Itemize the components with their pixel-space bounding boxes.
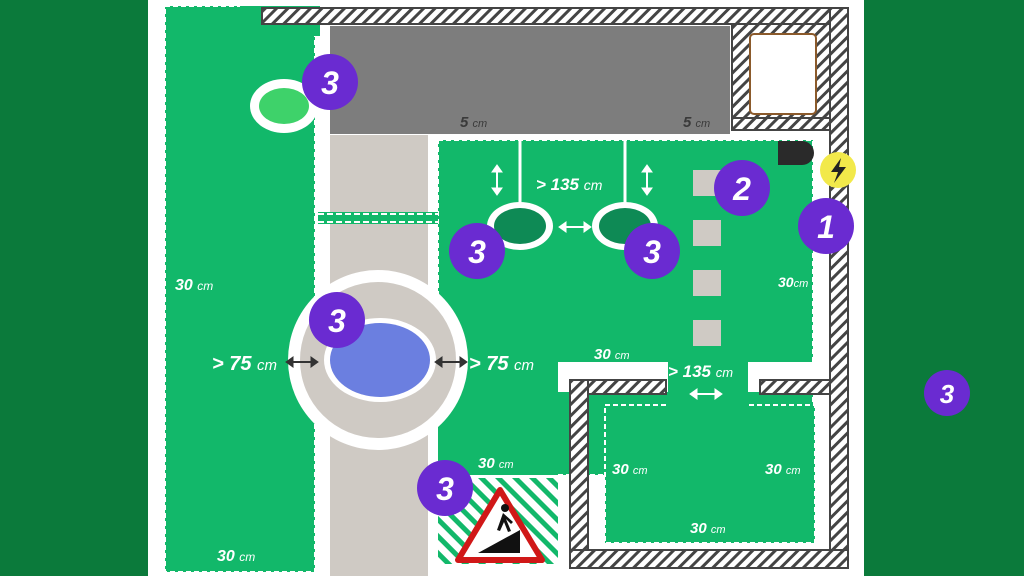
- svg-text:3: 3: [321, 65, 339, 101]
- dim-room-bottom: 30 cm: [690, 520, 726, 537]
- badge-obstacle-flowerbed-left: 3: [449, 223, 505, 279]
- wall-room-left: [569, 379, 589, 569]
- dim-center: 30 cm: [594, 346, 630, 363]
- dim-left-lawn: 30 cm: [175, 277, 213, 294]
- pond-arrow-right-icon: [434, 356, 468, 368]
- svg-text:3: 3: [643, 234, 661, 270]
- dim-left-lawn-bottom: 30 cm: [217, 548, 255, 565]
- pond-arrow-left-icon: [285, 356, 319, 368]
- lightning-icon: [831, 158, 846, 183]
- dim-room-left: 30 cm: [612, 461, 648, 478]
- shed: [749, 33, 817, 115]
- badge-obstacle-slope: 3: [417, 460, 473, 516]
- vertical-arrow-left-icon: [491, 164, 503, 196]
- dim-right-mid: 30cm: [778, 274, 808, 290]
- dim-lower: 30 cm: [478, 455, 514, 472]
- horizontal-arrow-top-icon: [558, 221, 592, 233]
- badge-obstacle-top-left: 3: [302, 54, 358, 110]
- svg-text:1: 1: [817, 209, 835, 245]
- lawn-room: [604, 404, 816, 544]
- terrace-dim-left: 5 cm: [460, 114, 487, 131]
- svg-text:3: 3: [436, 471, 454, 507]
- dim-pond-left: > 75 cm: [212, 353, 277, 375]
- wall-top: [261, 7, 849, 25]
- dim-pond-right: > 75 cm: [469, 353, 534, 375]
- wall-room-top-right: [759, 379, 831, 395]
- charging-base-flat: [778, 141, 796, 165]
- dim-gap-top: > 135 cm: [536, 175, 603, 194]
- dim-room-right: 30 cm: [765, 461, 801, 478]
- svg-text:3: 3: [328, 303, 346, 339]
- badge-obstacle-outside: 3: [924, 370, 970, 416]
- dim-gap-bottom: > 135 cm: [668, 362, 733, 381]
- stepping-stone-2: [693, 220, 721, 246]
- badge-obstacle-flowerbed-right: 3: [624, 223, 680, 279]
- svg-text:3: 3: [468, 234, 486, 270]
- pedestrian-head-icon: [501, 504, 509, 512]
- wall-shed-bottom: [731, 117, 831, 131]
- pedestrian-icon: [497, 513, 513, 532]
- horizontal-arrow-bottom-icon: [689, 388, 723, 400]
- wall-right: [829, 7, 849, 569]
- badge-obstacle-pond: 3: [309, 292, 365, 348]
- wall-room-bottom: [569, 549, 849, 569]
- lawn-gap: [668, 360, 748, 410]
- stepping-stone-3: [693, 270, 721, 296]
- slope-icon: [478, 530, 520, 553]
- badge-charger: 1: [798, 198, 854, 254]
- badge-mower-path: 2: [714, 160, 770, 216]
- vertical-arrow-right-icon: [641, 164, 653, 196]
- svg-text:3: 3: [940, 379, 955, 409]
- flowerbed-center-left: [494, 208, 546, 244]
- terrace-dim-right: 5 cm: [683, 114, 710, 131]
- svg-text:2: 2: [732, 171, 751, 207]
- terrace: [330, 26, 730, 134]
- flowerbed-left: [259, 88, 309, 124]
- stepping-stone-4: [693, 320, 721, 346]
- pond: [330, 323, 430, 397]
